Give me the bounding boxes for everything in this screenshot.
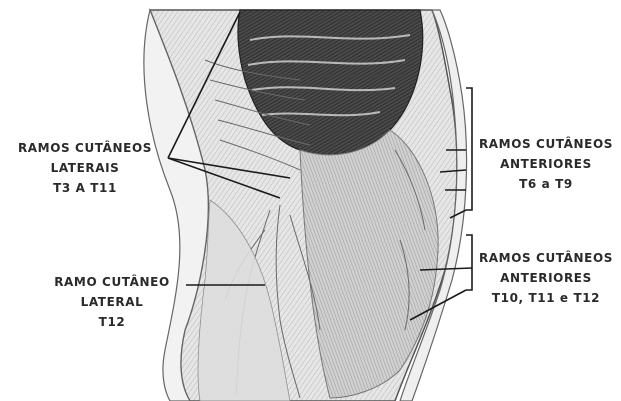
label-line: LATERAL [81,295,144,309]
label-line: T6 a T9 [519,177,573,191]
label-line: T12 [99,315,126,329]
label-line: T3 A T11 [53,181,117,195]
label-line: RAMOS CUTÂNEOS [479,136,613,151]
label-lateral-branches: RAMOS CUTÂNEOS LATERAIS T3 A T11 [18,140,152,195]
label-line: RAMOS CUTÂNEOS [479,250,613,265]
label-anterior-lower: RAMOS CUTÂNEOS ANTERIORES T10, T11 e T12 [479,250,613,305]
label-line: ANTERIORES [500,157,592,171]
label-lateral-t12: RAMO CUTÂNEO LATERAL T12 [54,274,170,329]
label-line: RAMOS CUTÂNEOS [18,140,152,155]
label-line: LATERAIS [51,161,120,175]
label-anterior-upper: RAMOS CUTÂNEOS ANTERIORES T6 a T9 [479,136,613,191]
label-line: T10, T11 e T12 [492,291,600,305]
label-line: ANTERIORES [500,271,592,285]
label-line: RAMO CUTÂNEO [54,274,170,289]
